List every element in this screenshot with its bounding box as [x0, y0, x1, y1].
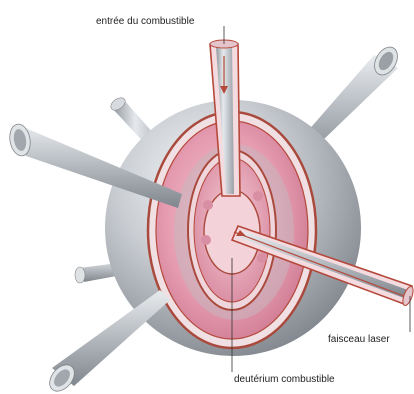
label-laser-beam: faisceau laser	[328, 334, 390, 345]
label-fuel-inlet: entrée du combustible	[96, 16, 195, 27]
pipe-lower-left	[45, 290, 170, 394]
label-deuterium-fuel: deutérium combustible	[234, 374, 335, 385]
